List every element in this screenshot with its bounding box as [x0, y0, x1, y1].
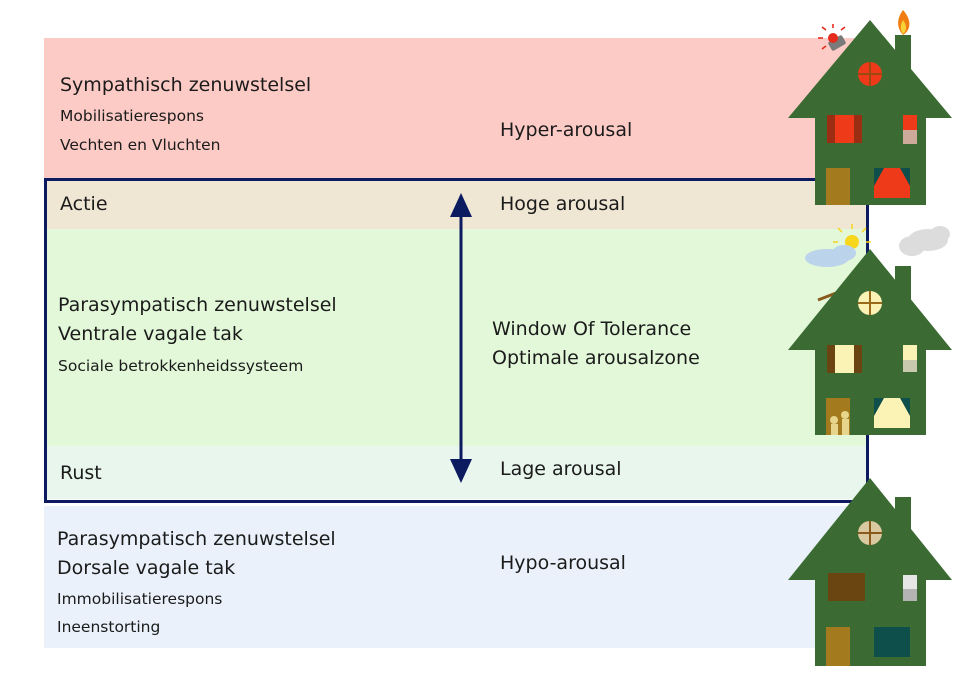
double-arrow-icon [450, 193, 472, 483]
rust-label: Rust [60, 462, 102, 484]
hypo-line1: Immobilisatierespons [57, 590, 223, 608]
hypo-arousal-band [44, 506, 869, 648]
house-on-fire-icon [788, 10, 952, 205]
hyper-zone-label: Hyper-arousal [500, 119, 633, 141]
hyper-line1: Mobilisatierespons [60, 107, 204, 125]
hyper-line2: Vechten en Vluchten [60, 136, 221, 154]
hyper-system-label: Sympathisch zenuwstelsel [60, 74, 312, 96]
window-of-tolerance-band [44, 229, 869, 446]
wot-zone-label: Window Of Tolerance [492, 318, 692, 340]
hypo-line2: Ineenstorting [57, 618, 161, 636]
sun-icon [833, 224, 871, 249]
cloud-icon [805, 245, 856, 267]
house-sunny-icon [788, 224, 952, 435]
wot-detail-label: Sociale betrokkenheidssysteem [58, 357, 304, 375]
lage-arousal-label: Lage arousal [500, 458, 622, 480]
hypo-branch-label: Dorsale vagale tak [57, 557, 236, 579]
flame-icon [898, 10, 910, 35]
siren-icon [818, 24, 846, 51]
smoke-icon [899, 226, 950, 256]
hyper-arousal-band [44, 38, 869, 180]
hypo-zone-label: Hypo-arousal [500, 552, 626, 574]
wot-branch-label: Ventrale vagale tak [58, 323, 243, 345]
hoge-arousal-label: Hoge arousal [500, 193, 626, 215]
hypo-system-label: Parasympatisch zenuwstelsel [57, 528, 336, 550]
house-dark-icon [788, 478, 952, 666]
actie-label: Actie [60, 193, 108, 215]
wot-optimal-label: Optimale arousalzone [492, 347, 700, 369]
wot-system-label: Parasympatisch zenuwstelsel [58, 294, 337, 316]
